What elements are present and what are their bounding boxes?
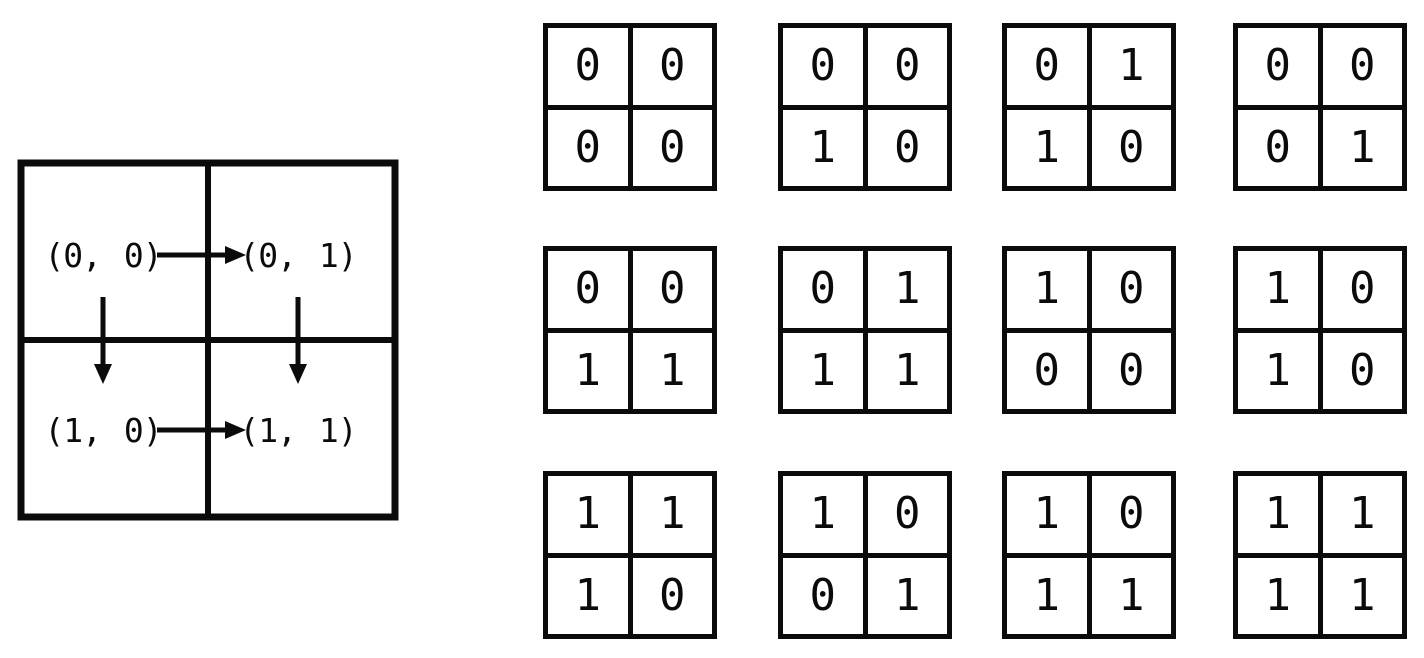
matrix-cell: 0 — [548, 251, 628, 328]
matrix-cell: 1 — [1322, 476, 1402, 553]
cell-label-0-1: (0, 1) — [239, 236, 356, 275]
arrow-right-bottom-icon — [157, 421, 246, 439]
cell-label-1-0: (1, 0) — [44, 411, 161, 450]
matrix-cell: 0 — [783, 251, 863, 328]
matrix-cell: 1 — [1238, 251, 1318, 328]
matrix-cell: 0 — [1091, 476, 1171, 553]
traversal-order-diagram: (0, 0) (0, 1) (1, 0) (1, 1) — [17, 159, 399, 521]
arrow-right-top-icon — [157, 246, 246, 264]
matrix-grid: 0 0 1 0 — [778, 23, 952, 191]
matrix-cell: 0 — [1322, 251, 1402, 328]
matrix-cell: 0 — [867, 109, 947, 186]
matrix-grid: 1 0 1 0 — [1233, 246, 1407, 414]
matrix-cell: 0 — [1091, 332, 1171, 409]
matrix-grid: 1 0 0 0 — [1002, 246, 1176, 414]
matrix-cell: 1 — [867, 251, 947, 328]
matrix-cell: 1 — [867, 557, 947, 634]
cell-label-1-1: (1, 1) — [239, 411, 356, 450]
matrix-cell: 1 — [1007, 476, 1087, 553]
matrix-cell: 0 — [867, 28, 947, 105]
matrix-cell: 1 — [1007, 251, 1087, 328]
matrix-cell: 1 — [1007, 557, 1087, 634]
arrow-down-left-icon — [94, 297, 112, 384]
matrix-grid: 0 1 1 1 — [778, 246, 952, 414]
matrix-cell: 0 — [783, 557, 863, 634]
matrix-cell: 1 — [1091, 28, 1171, 105]
matrix-cell: 0 — [548, 28, 628, 105]
matrix-cell: 0 — [632, 251, 712, 328]
matrix-cell: 0 — [1238, 109, 1318, 186]
matrix-cell: 1 — [1007, 109, 1087, 186]
matrix-cell: 0 — [783, 28, 863, 105]
matrix-cell: 1 — [783, 109, 863, 186]
matrix-cell: 0 — [1007, 332, 1087, 409]
matrix-cell: 1 — [632, 332, 712, 409]
arrow-down-right-icon — [289, 297, 307, 384]
matrix-cell: 1 — [548, 332, 628, 409]
matrix-cell: 0 — [1322, 28, 1402, 105]
matrix-cell: 0 — [1091, 109, 1171, 186]
matrix-cell: 0 — [632, 109, 712, 186]
matrix-cell: 1 — [632, 476, 712, 553]
matrix-grid: 0 0 0 1 — [1233, 23, 1407, 191]
matrix-cell: 0 — [867, 476, 947, 553]
matrix-cell: 0 — [1091, 251, 1171, 328]
matrix-cell: 0 — [1007, 28, 1087, 105]
matrix-grid: 0 0 1 1 — [543, 246, 717, 414]
matrix-cell: 1 — [1091, 557, 1171, 634]
matrix-grid: 0 0 0 0 — [543, 23, 717, 191]
matrix-grid: 1 1 1 0 — [543, 471, 717, 639]
matrix-cell: 1 — [1238, 476, 1318, 553]
matrix-cell: 1 — [783, 476, 863, 553]
matrix-grid: 1 0 0 1 — [778, 471, 952, 639]
matrix-cell: 1 — [548, 557, 628, 634]
matrix-cell: 1 — [548, 476, 628, 553]
matrix-cell: 0 — [1322, 332, 1402, 409]
matrix-grid: 1 0 1 1 — [1002, 471, 1176, 639]
matrix-cell: 1 — [783, 332, 863, 409]
matrix-cell: 0 — [1238, 28, 1318, 105]
matrix-grid: 1 1 1 1 — [1233, 471, 1407, 639]
matrix-cell: 1 — [867, 332, 947, 409]
matrix-cell: 1 — [1322, 109, 1402, 186]
matrix-grid: 0 1 1 0 — [1002, 23, 1176, 191]
cell-label-0-0: (0, 0) — [44, 236, 161, 275]
matrix-cell: 1 — [1238, 332, 1318, 409]
matrix-cell: 1 — [1238, 557, 1318, 634]
matrix-cell: 0 — [548, 109, 628, 186]
matrix-cell: 0 — [632, 28, 712, 105]
matrix-cell: 0 — [632, 557, 712, 634]
matrix-cell: 1 — [1322, 557, 1402, 634]
